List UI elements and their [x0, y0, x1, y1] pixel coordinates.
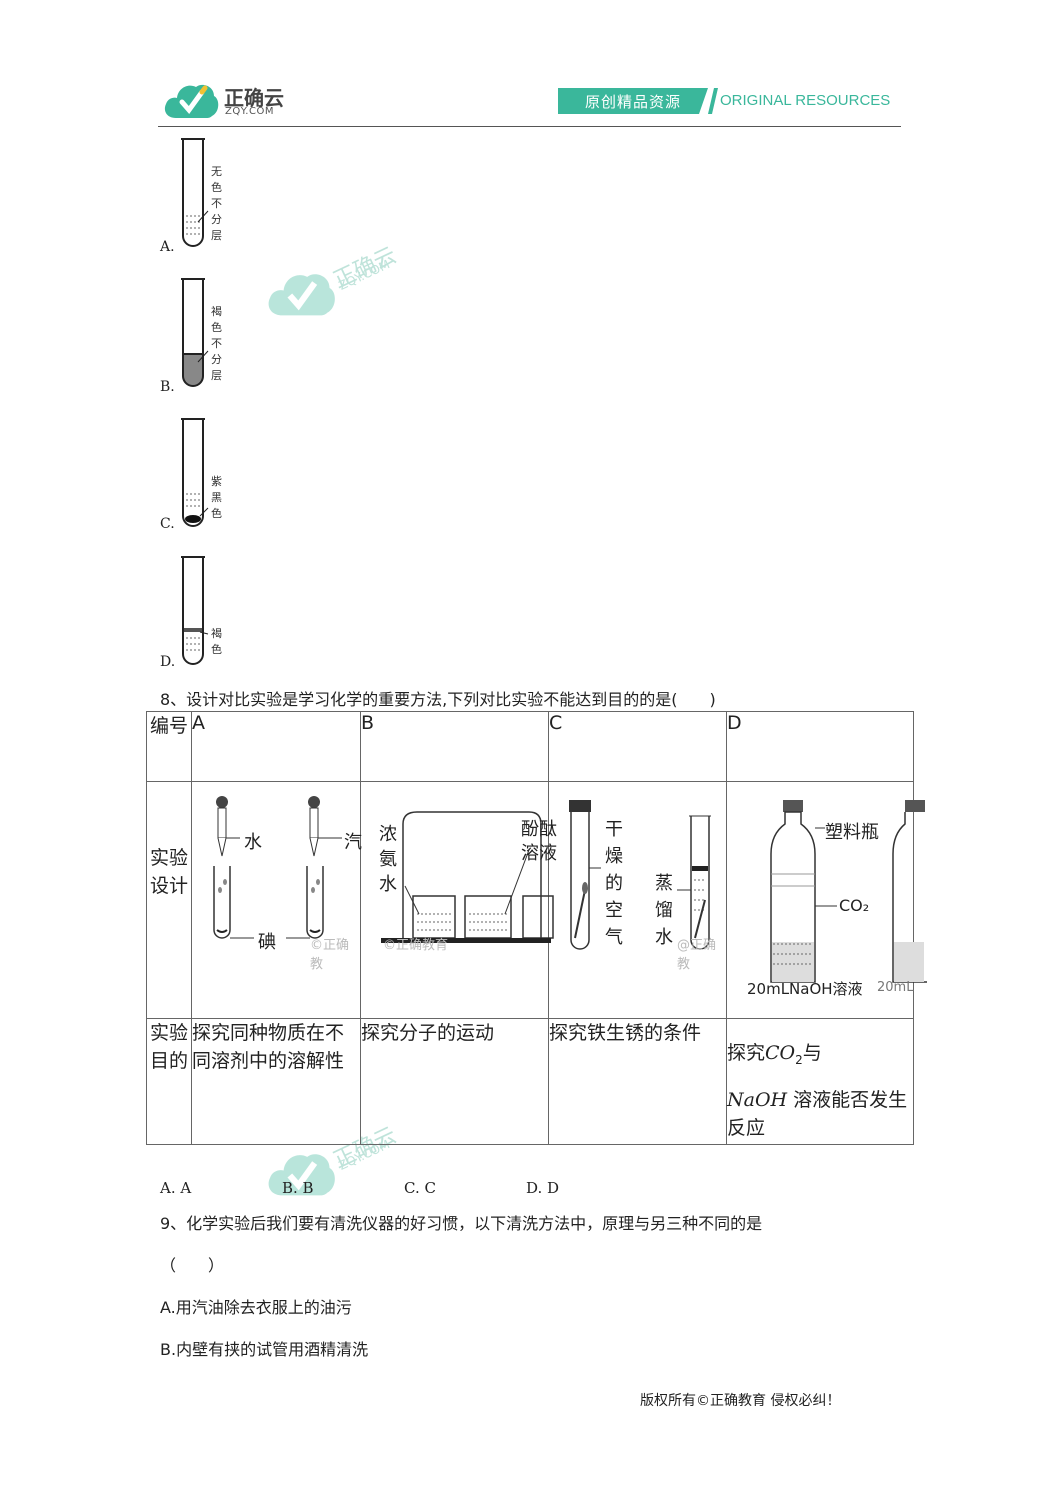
purpose-b: 探究分子的运动 — [360, 1018, 549, 1145]
col-header-c: C — [548, 711, 727, 782]
copyright-footer: 版权所有©正确教育 侵权必纠！ — [640, 1393, 841, 1409]
option-c[interactable]: 紫黑色 C. — [158, 416, 258, 536]
question-8-answers: A. A B. B C. C D. D — [160, 1178, 648, 1197]
test-tube-a-icon — [181, 138, 209, 247]
dropper-tubes-a-icon — [213, 796, 342, 939]
label-naoh-solution: 20mLNaOH溶液 — [747, 980, 863, 998]
option-letter: C. — [160, 516, 175, 532]
watermark-caption: @正确教 — [677, 938, 717, 972]
answer-c[interactable]: C. C — [404, 1179, 436, 1197]
experiment-table: 编号 A B C D 实验设计 — [146, 711, 927, 1145]
label-gasoline: 汽 — [344, 832, 362, 853]
tube-label: 无色不分层 — [211, 165, 222, 242]
design-c: 干燥的空气 蒸馏水 @正确教 — [548, 781, 727, 1019]
tube-label: 褐色不分层 — [211, 305, 222, 382]
watermark: 正确云 ZQY.COM — [265, 1120, 425, 1210]
label-dry-air: 干燥的空气 — [605, 819, 623, 948]
header-banner: 原创精品资源 — [558, 88, 708, 114]
option-d[interactable]: 褐色 D. — [158, 554, 258, 674]
question-9-paren: （ ） — [160, 1256, 225, 1275]
header-logo: 正确云 ZQY.COM — [162, 78, 292, 124]
test-tube-b-icon — [181, 278, 209, 387]
label-distilled-water: 蒸馏水 — [655, 873, 673, 948]
purpose-a: 探究同种物质在不同溶剂中的溶解性 — [191, 1018, 361, 1145]
option-a[interactable]: 无色不分层 A. — [158, 136, 258, 256]
col-header-b: B — [360, 711, 549, 782]
cloud-check-logo-icon — [164, 84, 219, 118]
option-letter: D. — [160, 654, 176, 670]
banner-slash — [708, 88, 718, 114]
tube-label: 紫黑色 — [211, 475, 222, 520]
row-label-id: 编号 — [146, 711, 192, 782]
label-co2: CO₂ — [839, 896, 870, 915]
design-b: 浓氨水 酚酞溶液 ©正确教育 — [360, 781, 557, 1019]
banner-subtitle: ORIGINAL RESOURCES — [720, 92, 891, 109]
col-header-d: D — [726, 711, 914, 782]
answer-b[interactable]: B. B — [282, 1179, 314, 1197]
purpose-d: 探究CO2与 NaOH 溶液能否发生反应 — [726, 1018, 914, 1145]
logo-name: 正确云 — [224, 86, 284, 110]
row-label-purpose: 实验目的 — [146, 1018, 192, 1145]
question-9-stem: 9、化学实验后我们要有清洗仪器的好习惯，以下清洗方法中，原理与另三种不同的是 — [160, 1214, 763, 1233]
watermark-cloud-icon — [268, 1154, 335, 1196]
test-tube-c-icon — [181, 418, 209, 527]
watermark-caption: ©正确教 — [310, 938, 350, 972]
question-8-stem: 8、设计对比实验是学习化学的重要方法,下列对比实验不能达到目的的是( ) — [160, 690, 716, 709]
answer-a[interactable]: A. A — [160, 1179, 192, 1197]
label-plastic-bottle: 塑料瓶 — [825, 822, 879, 843]
question-9-option-a[interactable]: A.用汽油除去衣服上的油污 — [160, 1298, 352, 1317]
header-rule — [158, 126, 901, 127]
test-tube-d-icon — [181, 556, 209, 665]
option-letter: A. — [160, 239, 175, 255]
watermark: 正确云 ZQY.COM — [265, 240, 425, 330]
row-label-design: 实验设计 — [146, 781, 192, 1019]
purpose-d-line1: 探究CO2与 — [727, 1042, 822, 1067]
option-b[interactable]: 褐色不分层 B. — [158, 276, 258, 396]
label-iodine: 碘 — [258, 932, 276, 953]
logo-domain: ZQY.COM — [225, 106, 274, 117]
design-d: 塑料瓶 CO₂ 20mLNaOH溶液 20mL — [726, 781, 927, 1019]
answer-d[interactable]: D. D — [526, 1179, 560, 1197]
tube-label: 褐色 — [211, 627, 222, 656]
watermark-caption: ©正确教育 — [383, 938, 449, 953]
label-ammonia: 浓氨水 — [379, 824, 397, 895]
purpose-c: 探究铁生锈的条件 — [548, 1018, 727, 1145]
watermark-cloud-icon — [268, 274, 335, 316]
rust-tubes-c-icon — [569, 800, 711, 950]
purpose-d-line2: NaOH 溶液能否发生反应 — [727, 1088, 908, 1139]
option-letter: B. — [160, 379, 175, 395]
label-water: 水 — [244, 832, 262, 853]
question-9-option-b[interactable]: B.内壁有挟的试管用酒精清洗 — [160, 1340, 369, 1359]
label-naoh-solution-2: 20mL — [877, 980, 914, 995]
plastic-bottles-d-icon — [770, 800, 927, 983]
banner-title: 原创精品资源 — [584, 92, 681, 111]
design-a: 水 汽 碘 ©正确教 — [191, 781, 362, 1019]
col-header-a: A — [191, 711, 361, 782]
